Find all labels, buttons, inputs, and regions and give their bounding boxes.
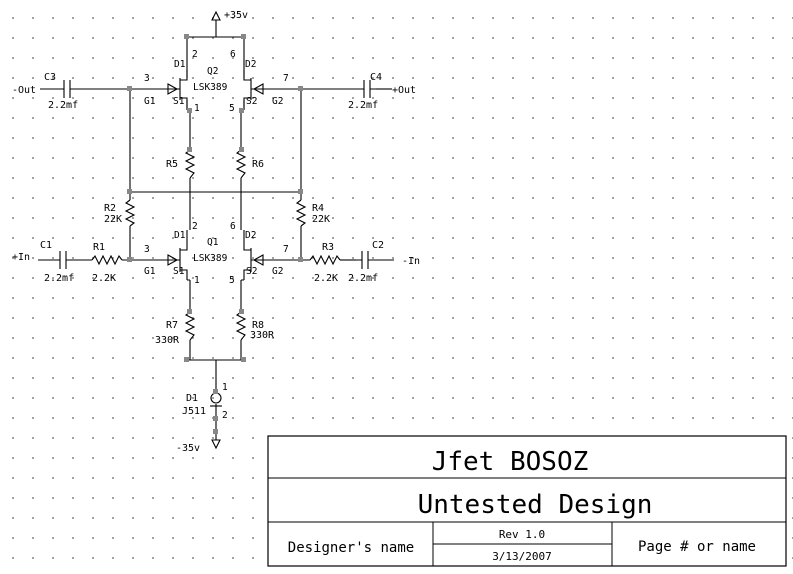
q1-pin3-label: 3 [144,244,150,255]
q1-g2-label: G2 [272,266,283,277]
q2-part-label: LSK389 [193,82,228,93]
q2-pin1-label: 1 [194,103,200,114]
r4-value: 22K [312,214,330,225]
designer-text: Designer's name [288,540,414,556]
q1-pin1-label: 1 [194,275,200,286]
vplus-label: +35v [224,10,248,21]
wires [38,30,394,440]
page-text: Page # or name [638,539,756,555]
q2-pin5-label: 5 [229,103,235,114]
date-text: 3/13/2007 [492,550,552,563]
q2-s1-label: S1 [173,96,185,107]
q2-g2-label: G2 [272,96,283,107]
q1-s1-label: S1 [173,266,185,277]
r2-value: 22K [104,214,122,225]
r2-label: R2 [104,203,116,214]
junctions [127,34,303,362]
resistors [91,149,341,341]
r6-label: R6 [252,159,264,170]
q1-d2-label: D2 [245,230,256,241]
q1-pin7-label: 7 [283,244,289,255]
subtitle-text: Untested Design [418,490,653,520]
q1-g1-label: G1 [144,266,156,277]
rev-text: Rev 1.0 [499,528,545,541]
vminus-arrow-icon [211,439,221,450]
title-text: Jfet BOSOZ [432,447,589,477]
q2-d2-label: D2 [245,59,256,70]
c2-value: 2.2mf [348,273,378,284]
d1-pin2-label: 2 [222,410,228,421]
d1-part: J511 [182,406,206,417]
r8-label: R8 [252,320,264,331]
vminus-label: -35v [176,443,200,454]
d1-label: D1 [186,393,198,404]
r7-value: 330R [155,335,180,346]
r4-label: R4 [312,203,324,214]
c1-value: 2.2mf [44,273,74,284]
c1-label: C1 [40,240,52,251]
r8-value: 330R [250,330,275,341]
q2-pin2-label: 2 [192,49,198,60]
q1-name-label: Q1 [207,237,219,248]
c4-label: C4 [370,72,382,83]
net-minus-out: -Out [12,85,36,96]
q2-name-label: Q2 [207,66,218,77]
net-plus-in: +In [12,252,30,263]
capacitors [59,80,376,269]
q2-pin3-label: 3 [144,73,150,84]
q2-pin7-label: 7 [283,73,289,84]
q1-s2-label: S2 [246,266,257,277]
r1-label: R1 [93,242,105,253]
q1-part-label: LSK389 [193,253,228,264]
r3-label: R3 [322,242,334,253]
q1-d1-label: D1 [174,230,186,241]
r1-value: 2.2K [92,273,116,284]
q2-jfet [162,70,270,113]
title-block [267,435,787,567]
r3-value: 2.2K [314,273,338,284]
q1-pin5-label: 5 [229,275,235,286]
r5-label: R5 [166,159,178,170]
q1-jfet [162,230,270,281]
c2-label: C2 [372,240,384,251]
q1-pin2-label: 2 [192,221,198,232]
q1-pin6-label: 6 [230,221,236,232]
r7-label: R7 [166,320,178,331]
c3-value: 2.2mf [48,100,78,111]
net-plus-out: +Out [392,85,416,96]
net-minus-in: -In [402,256,420,267]
q2-pin6-label: 6 [230,49,236,60]
q2-g1-label: G1 [144,96,156,107]
c3-label: C3 [44,72,56,83]
q2-d1-label: D1 [174,59,186,70]
d1-pin1-label: 1 [222,382,228,393]
vplus-arrow-icon [211,10,221,21]
c4-value: 2.2mf [348,100,378,111]
q2-s2-label: S2 [246,96,257,107]
